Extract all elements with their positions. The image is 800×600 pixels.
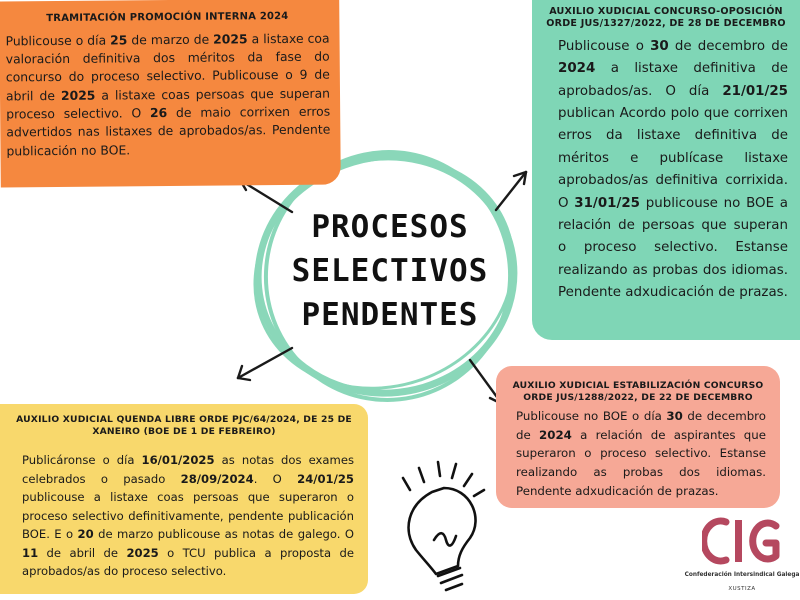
circle-scribble-icon [253,150,518,402]
lightbulb-icon [401,460,486,592]
card-title: AUXILIO XUDICIAL CONCURSO-OPOSICIÓN ORDE… [546,6,786,29]
center-title-line: PENDENTES [301,297,479,333]
card-text: Publicouse o 30 de decembro de 2024 a li… [558,38,789,301]
cig-logo: Confederación Intersindical Galega XUSTI… [684,512,800,600]
card-concurso-oposicion: AUXILIO XUDICIAL CONCURSO-OPOSICIÓN ORDE… [532,0,800,340]
center-title-line: PROCESOS [311,209,469,245]
cig-logo-mark [702,517,780,565]
logo-name: Confederación Intersindical Galega [684,572,800,578]
center-title-line: SELECTIVOS [291,253,489,289]
logo-subtitle: XUSTIZA [728,586,756,592]
card-estabilizacion-concurso: AUXILIO XUDICIAL ESTABILIZACIÓN CONCURSO… [496,366,780,508]
card-title: AUXILIO XUDICIAL QUENDA LIBRE ORDE PJC/6… [16,414,352,437]
arrow-icon [236,346,294,382]
card-tramitacion-promocion-interna: TRAMITACIÓN PROMOCIÓN INTERNA 2024 Publi… [0,0,341,188]
card-text: Publicouse no BOE o día 30 de decembro d… [516,409,766,498]
center-title: PROCESOS SELECTIVOS PENDENTES [290,205,490,337]
card-text: Publicáronse o día 16/01/2025 as notas d… [22,453,354,579]
card-quenda-libre: AUXILIO XUDICIAL QUENDA LIBRE ORDE PJC/6… [0,404,368,594]
card-text: Publicouse o día 25 de marzo de 2025 a l… [5,30,331,159]
arrow-icon [494,170,528,212]
card-title: TRAMITACIÓN PROMOCIÓN INTERNA 2024 [46,10,289,25]
card-title: AUXILIO XUDICIAL ESTABILIZACIÓN CONCURSO… [512,380,764,403]
